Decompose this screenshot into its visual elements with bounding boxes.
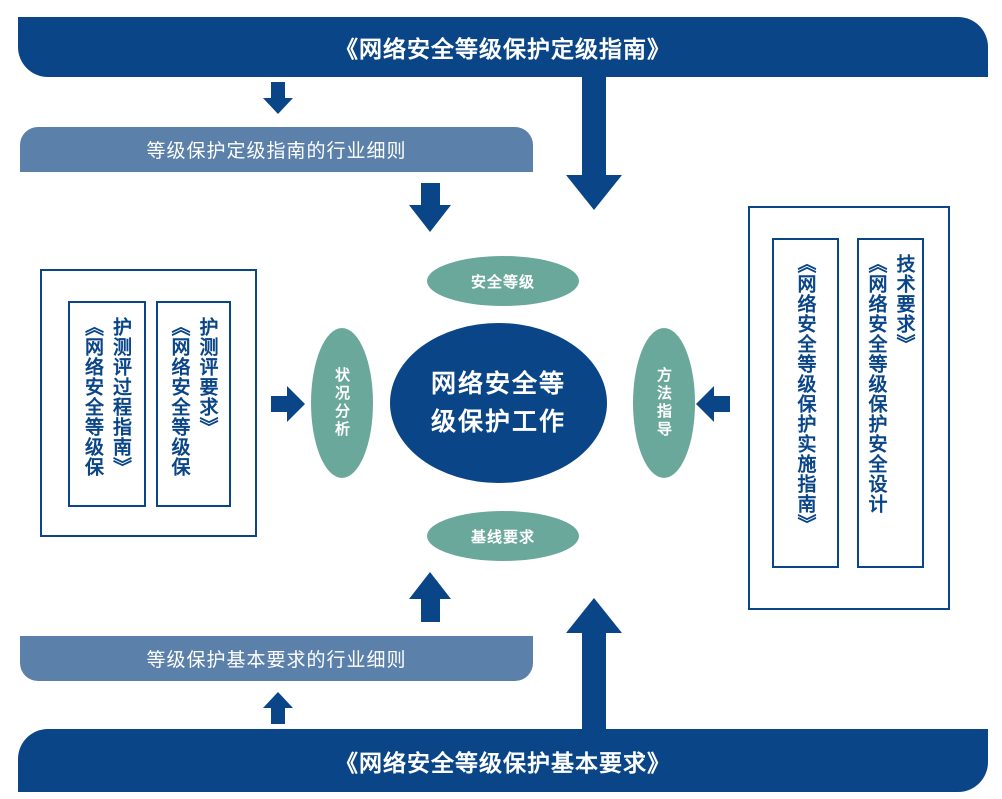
center-line1: 网络安全等 bbox=[430, 369, 566, 398]
left-doc1-col1: 《网络安全等级保 bbox=[82, 317, 104, 477]
node-security-level-label: 安全等级 bbox=[470, 272, 535, 291]
left-doc-test-requirements: 《网络安全等级保 护测评要求》 bbox=[156, 301, 231, 507]
arrow-up-medium bbox=[409, 572, 451, 622]
arrow-down-big bbox=[566, 77, 622, 210]
center-line2: 级保护工作 bbox=[430, 407, 566, 436]
right-doc2-col1: 《网络安全等级保护安全设计 bbox=[865, 254, 888, 514]
right-doc-security-design-requirements: 《网络安全等级保护安全设计 技术要求》 bbox=[857, 238, 924, 568]
right-doc1: 《网络安全等级保护实施指南》 bbox=[794, 254, 817, 534]
arrow-right-left-group bbox=[271, 386, 305, 422]
left-doc2-col2: 护测评要求》 bbox=[196, 317, 219, 437]
node-status-analysis-label: 状况分析 bbox=[333, 367, 351, 439]
node-method-guidance: 方法指导 bbox=[633, 328, 695, 478]
arrow-up-small-bottom bbox=[263, 692, 293, 724]
right-doc-implementation-guide: 《网络安全等级保护实施指南》 bbox=[772, 238, 839, 568]
left-doc1-col2: 护测评过程指南》 bbox=[110, 317, 132, 477]
top-industry-rules-bar: 等级保护定级指南的行业细则 bbox=[20, 127, 533, 172]
node-method-guidance-label: 方法指导 bbox=[655, 367, 673, 439]
center-protection-work: 网络安全等 级保护工作 bbox=[390, 323, 607, 483]
left-doc-test-process-guide: 《网络安全等级保 护测评过程指南》 bbox=[68, 301, 146, 507]
top-banner-title: 《网络安全等级保护定级指南》 bbox=[335, 37, 671, 63]
node-status-analysis: 状况分析 bbox=[311, 328, 373, 478]
top-industry-rules-label: 等级保护定级指南的行业细则 bbox=[146, 140, 407, 162]
node-security-level: 安全等级 bbox=[427, 256, 579, 306]
arrow-down-medium bbox=[409, 183, 451, 232]
node-baseline-requirements-label: 基线要求 bbox=[470, 527, 535, 546]
left-doc2-col1: 《网络安全等级保 bbox=[168, 317, 191, 477]
bottom-banner: 《网络安全等级保护基本要求》 bbox=[18, 729, 988, 792]
bottom-industry-rules-label: 等级保护基本要求的行业细则 bbox=[146, 649, 407, 671]
bottom-industry-rules-bar: 等级保护基本要求的行业细则 bbox=[20, 636, 533, 681]
arrow-up-big bbox=[566, 598, 622, 729]
right-doc2-col2: 技术要求》 bbox=[893, 254, 916, 354]
arrow-left-right-group bbox=[696, 386, 730, 422]
bottom-banner-title: 《网络安全等级保护基本要求》 bbox=[335, 750, 671, 777]
arrow-down-small-top bbox=[263, 82, 293, 114]
top-banner: 《网络安全等级保护定级指南》 bbox=[18, 17, 988, 77]
node-baseline-requirements: 基线要求 bbox=[427, 511, 579, 561]
